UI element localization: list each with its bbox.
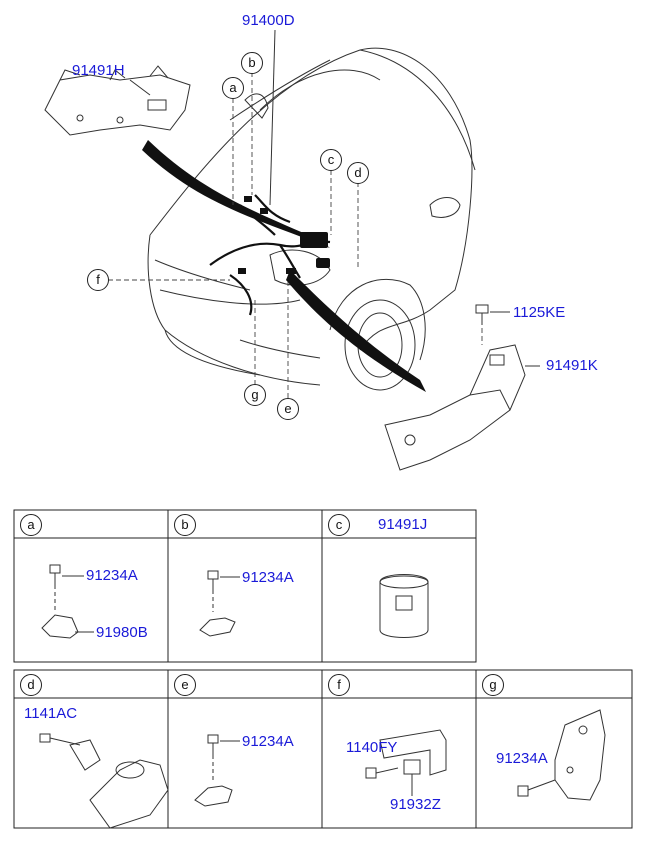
cell-e-part-1: 91234A — [242, 733, 294, 750]
cell-f-drawing — [365, 729, 447, 796]
table-key-b: b — [174, 514, 196, 536]
cell-f-part-1: 1140FY — [346, 739, 398, 756]
bracket-91491K — [384, 344, 526, 471]
callout-a: a — [222, 77, 244, 99]
callout-g: g — [244, 384, 266, 406]
cell-b-drawing — [199, 570, 240, 637]
callout-d: d — [347, 162, 369, 184]
cell-f-part-2: 91932Z — [390, 796, 441, 813]
car-hood-outline — [149, 47, 473, 351]
label-leaders — [129, 29, 540, 367]
cell-g-drawing — [517, 709, 606, 801]
parts-table-grid — [13, 509, 633, 829]
callout-f: f — [87, 269, 109, 291]
part-number-harness: 91400D — [242, 12, 295, 29]
callout-c: c — [320, 149, 342, 171]
part-number-bracket-right: 91491K — [546, 357, 598, 374]
bracket-91491H — [44, 65, 191, 136]
table-key-c: c — [328, 514, 350, 536]
bolt-1125KE-icon — [475, 304, 489, 325]
table-key-g: g — [482, 674, 504, 696]
table-key-e: e — [174, 674, 196, 696]
cell-a-part-2: 91980B — [96, 624, 148, 641]
leader-lines — [108, 72, 483, 398]
cell-a-drawing — [41, 564, 94, 639]
harness-band-lower — [286, 270, 426, 392]
cell-g-part-1: 91234A — [496, 750, 548, 767]
callout-e: e — [277, 398, 299, 420]
cell-c-part-1: 91491J — [378, 516, 428, 533]
cell-a-part-1: 91234A — [86, 567, 138, 584]
part-number-bolt-right: 1125KE — [513, 304, 566, 321]
callout-b: b — [241, 52, 263, 74]
cell-d-drawing — [39, 733, 169, 829]
cell-c-drawing — [379, 574, 429, 638]
table-key-f: f — [328, 674, 350, 696]
table-key-a: a — [20, 514, 42, 536]
table-key-d: d — [20, 674, 42, 696]
cell-e-drawing — [194, 734, 240, 807]
cell-b-part-1: 91234A — [242, 569, 294, 586]
harness-connectors — [238, 196, 330, 274]
part-number-bracket-left: 91491H — [72, 62, 125, 79]
cell-d-part-1: 1141AC — [24, 705, 78, 722]
harness-band-upper — [142, 140, 330, 248]
